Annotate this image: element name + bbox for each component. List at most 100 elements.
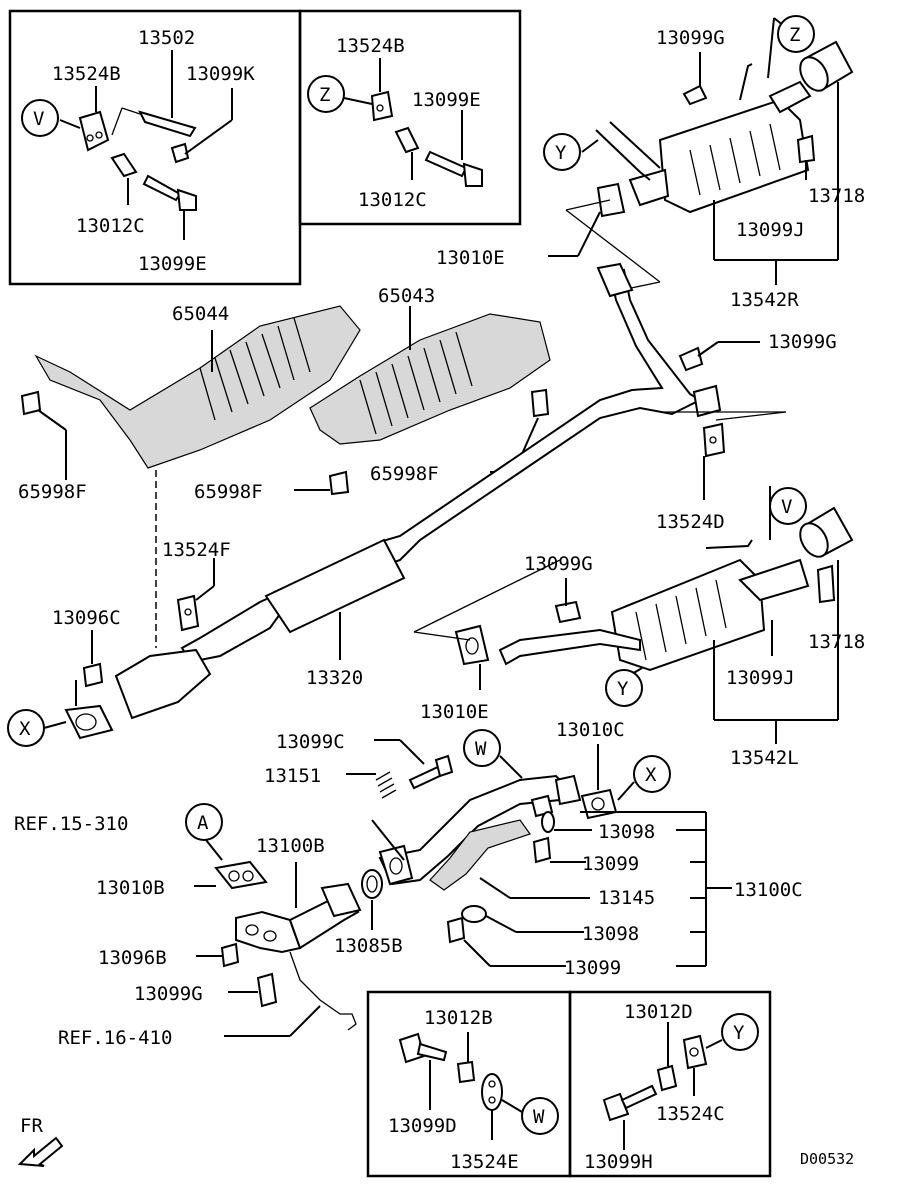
label-13010b: 13010B xyxy=(96,877,165,899)
label-13012b: 13012B xyxy=(424,1007,493,1029)
label-13099e-b: 13099E xyxy=(412,89,481,111)
front-label: FR xyxy=(20,1115,43,1137)
label-13010c: 13010C xyxy=(556,719,625,741)
front-direction-indicator: FR xyxy=(17,1115,64,1167)
label-13099g-c: 13099G xyxy=(524,553,593,575)
callout-y-top: Y xyxy=(543,133,581,171)
rubber-hanger-13524d-icon xyxy=(702,422,726,458)
label-13099g-a: 13099G xyxy=(656,27,725,49)
label-13542r: 13542R xyxy=(730,289,799,311)
nut-13096c-icon xyxy=(82,662,104,688)
callout-w-mid-label: W xyxy=(475,738,487,760)
label-13151: 13151 xyxy=(264,765,321,787)
callout-v-right-label: V xyxy=(781,496,792,518)
callout-w-bottom: W xyxy=(521,1097,559,1135)
bolt-13099g-bottom-icon xyxy=(256,972,278,1008)
clamp-13098-a-icon xyxy=(541,811,555,833)
bolt-13099g-low-icon xyxy=(554,600,582,624)
label-13099k: 13099K xyxy=(186,63,255,85)
callout-w-bottom-label: W xyxy=(533,1106,545,1128)
inset-box-bottom: W 13012B 13099D 13524E Y 13012D 13524C 1… xyxy=(366,990,772,1178)
callout-y-top-label: Y xyxy=(555,142,567,164)
label-65998f-c: 65998F xyxy=(370,463,439,485)
label-13145: 13145 xyxy=(598,887,655,909)
bolt-65998f-a-icon xyxy=(20,390,42,416)
label-13099j-a: 13099J xyxy=(736,219,805,241)
label-13524c: 13524C xyxy=(656,1103,725,1125)
rubber-hanger-13524c-icon xyxy=(682,1034,708,1070)
label-13099j-b: 13099J xyxy=(726,667,795,689)
diagram-code: D00532 xyxy=(800,1150,854,1168)
label-13085b: 13085B xyxy=(334,935,403,957)
callout-z-top-label: Z xyxy=(789,24,800,46)
bolt-13099e-b-icon xyxy=(424,150,483,187)
label-13100c: 13100C xyxy=(734,879,803,901)
label-13100b: 13100B xyxy=(256,835,325,857)
label-13099d: 13099D xyxy=(388,1115,457,1137)
callout-x-mid-label: X xyxy=(645,764,657,786)
label-ref-16-410: REF.16-410 xyxy=(58,1027,172,1049)
label-65044: 65044 xyxy=(172,303,229,325)
callout-z-inset: Z xyxy=(307,75,345,113)
bolt-13099j-top-icon xyxy=(796,134,816,164)
bolt-65998f-c-icon xyxy=(530,388,550,418)
label-13099e-a: 13099E xyxy=(138,253,207,275)
bolt-13099k-icon xyxy=(170,142,190,164)
spring-13151-icon xyxy=(375,771,397,799)
callout-x-left-label: X xyxy=(19,718,31,740)
gasket-13085b-icon xyxy=(361,869,383,899)
bracket-13502-icon xyxy=(111,107,197,138)
callout-y-right-label: Y xyxy=(617,678,629,700)
bolt-13099h-icon xyxy=(602,1084,658,1122)
label-13320: 13320 xyxy=(306,667,363,689)
callout-v: V xyxy=(21,99,59,137)
inset-box-v-hanger: V 13502 13524B 13099K 13012C 13099E Z 13… xyxy=(8,9,522,286)
label-13012d: 13012D xyxy=(624,1001,693,1023)
gasket-13010c-icon xyxy=(580,788,618,820)
callout-x-mid: X xyxy=(633,755,671,793)
label-13010e-b: 13010E xyxy=(420,701,489,723)
bolt-13099g-mid-icon xyxy=(678,346,704,372)
front-arrow-icon xyxy=(17,1136,64,1167)
label-13718-a: 13718 xyxy=(808,185,865,207)
callout-y-bottom-label: Y xyxy=(733,1022,745,1044)
rubber-hanger-13524b-b-icon xyxy=(370,90,394,122)
callout-z-inset-label: Z xyxy=(319,84,330,106)
label-13718-b: 13718 xyxy=(808,631,865,653)
heat-shield-65043-icon: 65043 xyxy=(309,285,551,445)
pin-13012b-icon xyxy=(456,1060,476,1084)
label-13502: 13502 xyxy=(138,27,195,49)
label-13099-b: 13099 xyxy=(564,957,621,979)
label-13524f: 13524F xyxy=(162,539,231,561)
label-13098-a: 13098 xyxy=(598,821,655,843)
label-13524b-b: 13524B xyxy=(336,35,405,57)
label-13524b-a: 13524B xyxy=(52,63,121,85)
front-pipe-13100c-icon xyxy=(378,774,582,891)
rear-muffler-left-group xyxy=(454,506,854,672)
rear-muffler-right-group: Z Y 13099G 13718 13099J 13542R 13010E xyxy=(436,15,865,311)
label-13012c-b: 13012C xyxy=(358,189,427,211)
front-pipe-13100b-icon xyxy=(235,882,362,1031)
label-13096c: 13096C xyxy=(52,607,121,629)
clamp-13098-b-icon xyxy=(461,905,487,923)
label-13099g-b: 13099G xyxy=(768,331,837,353)
label-65043: 65043 xyxy=(378,285,435,307)
rubber-hanger-13524e-icon xyxy=(481,1073,503,1111)
rubber-hanger-13524f-icon xyxy=(176,594,200,632)
label-13010e-a: 13010E xyxy=(436,247,505,269)
label-13524d: 13524D xyxy=(656,511,725,533)
callout-v-label: V xyxy=(33,108,44,130)
bolt-13099j-low-icon xyxy=(816,564,836,604)
callout-a: A xyxy=(185,803,223,841)
pin-13012c-b-icon xyxy=(394,126,420,154)
label-13096b: 13096B xyxy=(98,947,167,969)
label-13099-a: 13099 xyxy=(582,853,639,875)
bolt-13099g-top-icon xyxy=(682,84,708,106)
callout-x-left: X xyxy=(7,709,45,747)
callout-y-right: Y xyxy=(605,669,643,707)
label-65998f-a: 65998F xyxy=(18,481,87,503)
label-13524e: 13524E xyxy=(450,1151,519,1173)
bolt-13099-b-icon xyxy=(446,916,466,944)
bolt-13099d-icon xyxy=(398,1032,448,1064)
